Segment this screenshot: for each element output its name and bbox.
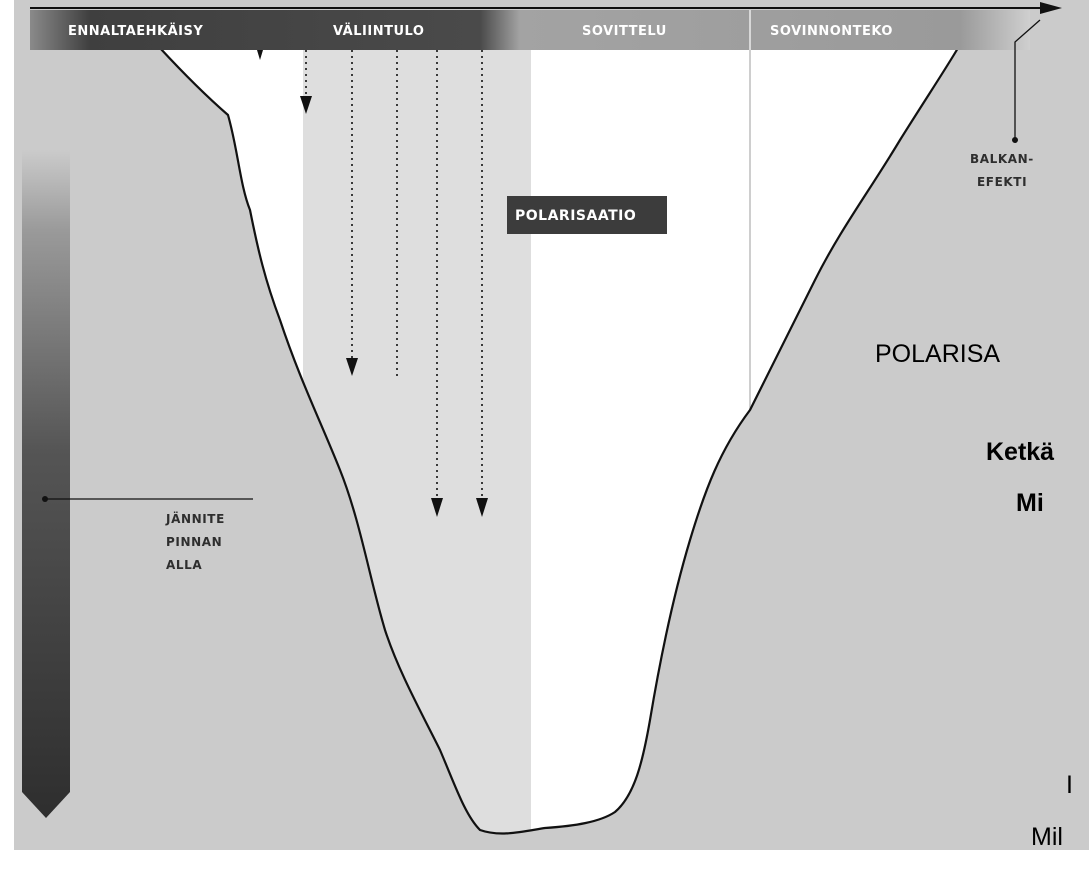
jannite-label-line1: JÄNNITE xyxy=(165,511,225,526)
intervention-arrows xyxy=(305,50,483,498)
balkan-leader-line xyxy=(1014,19,1041,140)
side-text-ketka: Ketkä xyxy=(986,438,1054,466)
image-border-bottom xyxy=(0,850,1089,872)
side-text-i: I xyxy=(1066,771,1073,799)
jannite-label-line2: PINNAN xyxy=(166,535,222,549)
phase-ennaltaehkaisy: ENNALTAEHKÄISY xyxy=(68,23,203,39)
side-text-mi: Mi xyxy=(1016,489,1044,517)
polarisaatio-box xyxy=(507,196,667,234)
valley-outline xyxy=(159,47,959,835)
phase-sovittelu: SOVITTELU xyxy=(582,24,667,39)
phase-header-bar xyxy=(30,10,1030,50)
balkan-label-line2: EFEKTI xyxy=(977,175,1027,189)
image-border-left xyxy=(0,0,14,872)
arrowhead-5 xyxy=(476,498,488,517)
balkan-label-line1: BALKAN- xyxy=(970,152,1034,166)
jannite-dot xyxy=(42,496,48,502)
timeline-arrowhead xyxy=(1040,2,1062,14)
side-text-polarisa: POLARISA xyxy=(875,340,1000,368)
arrowhead-1 xyxy=(300,96,312,114)
tension-gradient-bar xyxy=(22,150,70,818)
jannite-label-line3: ALLA xyxy=(166,558,202,572)
side-text-mil: Mil xyxy=(1031,823,1063,851)
balkan-dot xyxy=(1012,137,1018,143)
arrowhead-2 xyxy=(346,358,358,376)
arrowhead-4 xyxy=(431,498,443,517)
polarisaatio-label: POLARISAATIO xyxy=(515,208,636,224)
prevention-arrow xyxy=(257,50,263,60)
phase-sovinnonteko: SOVINNONTEKO xyxy=(770,24,893,39)
phase-valiintulo: VÄLIINTULO xyxy=(333,23,424,39)
